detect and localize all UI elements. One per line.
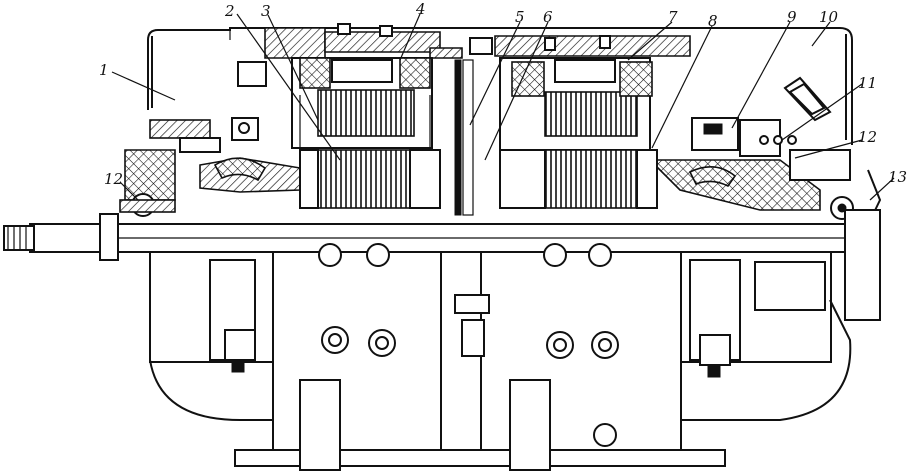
right-bearing-shield (648, 149, 882, 226)
left-pole-winding (291, 57, 433, 150)
frame-top (264, 23, 691, 59)
callout-7: 7 (668, 8, 678, 26)
lower-body (149, 251, 852, 471)
callout-5: 5 (515, 8, 525, 26)
left-brush-gear (149, 61, 267, 153)
callout-10: 10 (819, 8, 839, 26)
callout-labels: 1 2 3 4 5 6 7 8 9 10 11 12 12 13 (99, 0, 907, 188)
callout-13: 13 (888, 168, 907, 186)
armature-core (299, 59, 658, 216)
callout-4: 4 (415, 0, 426, 18)
callout-11: 11 (858, 74, 877, 92)
terminal-boxes (209, 209, 881, 378)
callout-8: 8 (708, 12, 718, 30)
callout-12-left: 12 (104, 170, 123, 188)
bolt-heads (318, 243, 619, 447)
right-brush-gear (691, 76, 832, 157)
leader-lines (111, 13, 895, 201)
callout-2: 2 (224, 2, 235, 20)
right-pole-winding (499, 57, 653, 151)
housing (147, 27, 853, 145)
callout-6: 6 (543, 8, 553, 26)
callout-1: 1 (99, 61, 109, 79)
shaft (3, 213, 876, 261)
callout-9: 9 (787, 8, 797, 26)
callout-12-right: 12 (858, 128, 877, 146)
callout-3: 3 (261, 2, 271, 20)
left-bearing-shield (119, 149, 301, 217)
